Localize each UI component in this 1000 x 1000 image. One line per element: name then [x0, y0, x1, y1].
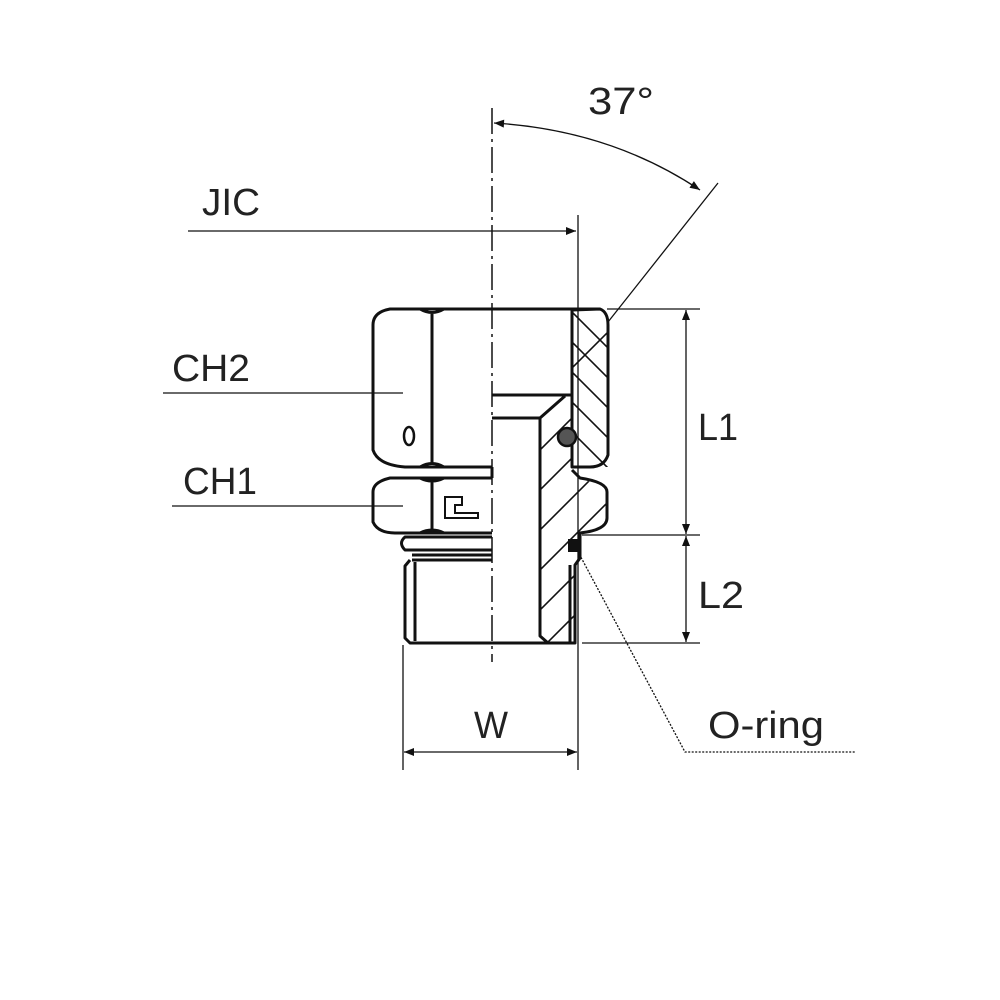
oring-leader [575, 547, 855, 753]
l1-label: L1 [698, 407, 738, 449]
l2-label: L2 [698, 575, 744, 617]
nut-ch2-edge [419, 307, 445, 469]
body-neck [400, 535, 492, 562]
angle-label: 37° [588, 81, 654, 123]
body-ch1 [371, 476, 492, 535]
oring-seal [568, 539, 578, 552]
oring-label: O-ring [708, 705, 824, 747]
ch1-label: CH1 [183, 461, 257, 503]
jic-label: JIC [202, 182, 260, 224]
logo-icon [444, 496, 479, 519]
nut-bore [492, 393, 572, 420]
nut-mark [402, 425, 416, 447]
body-thread [403, 559, 548, 645]
ch2-label: CH2 [172, 348, 250, 390]
angle-leader [607, 182, 719, 323]
oring-circle [556, 426, 578, 448]
w-label: W [474, 705, 508, 747]
angle-arc [493, 119, 701, 191]
nut-ch2 [371, 307, 492, 469]
body-section [538, 418, 609, 645]
